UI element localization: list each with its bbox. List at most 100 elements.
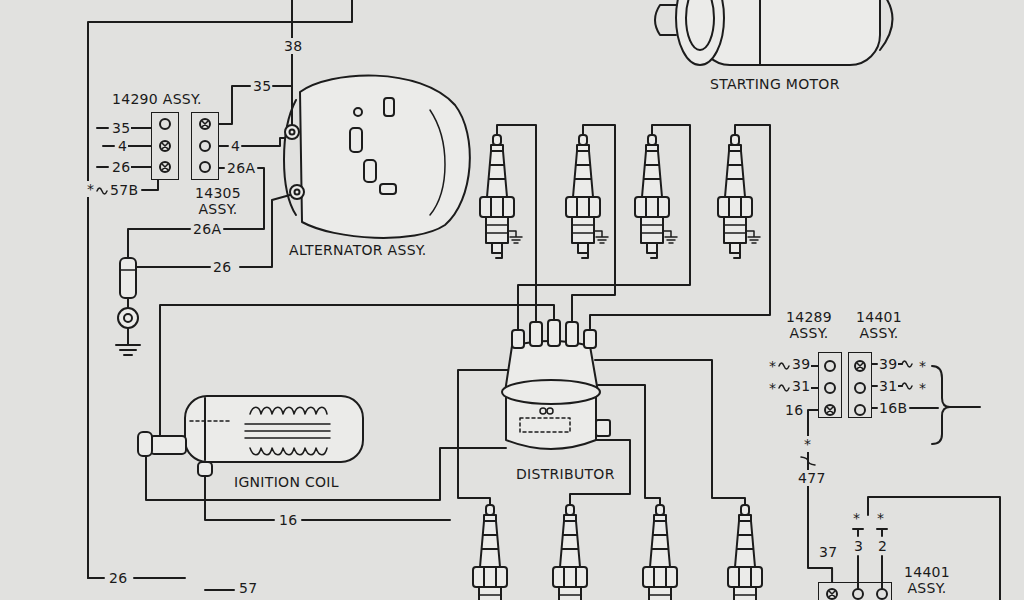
terminal — [825, 361, 835, 371]
ignition-coil — [150, 436, 186, 454]
spark-plug — [473, 505, 515, 600]
wire — [853, 529, 887, 536]
wire-number: 38 — [283, 38, 303, 54]
connector-block: 14401 ASSY. — [848, 352, 872, 418]
plug-wire — [518, 125, 690, 330]
wire-number: 3 — [853, 538, 864, 554]
ignition-coil — [250, 448, 327, 455]
wire-break — [902, 361, 912, 367]
wire — [858, 556, 882, 589]
terminal — [829, 591, 836, 598]
alternator — [384, 98, 394, 116]
bracket — [932, 366, 950, 444]
distributor — [520, 418, 570, 432]
wire-number: 16B — [878, 400, 908, 416]
terminal — [160, 119, 210, 172]
plug-wire — [572, 125, 615, 322]
wire — [97, 86, 292, 267]
terminal — [200, 141, 210, 151]
splice-mark: * — [918, 358, 927, 374]
ground-eyelet — [124, 314, 132, 322]
assembly-number: 14290 ASSY. — [112, 91, 202, 107]
wire-number: 26 — [212, 259, 232, 275]
wire-number: 35 — [252, 78, 272, 94]
starting-motor — [880, 0, 893, 50]
distributor — [566, 322, 578, 346]
starting-motor — [655, 0, 893, 65]
splice-mark: * — [86, 181, 95, 197]
wire-number: 39 — [878, 356, 898, 372]
wire — [868, 497, 1000, 600]
wire — [88, 577, 185, 579]
wire — [146, 448, 506, 500]
splice-mark: * — [918, 380, 927, 396]
starting-motor — [686, 0, 714, 50]
wire-break — [97, 188, 107, 194]
terminal — [202, 121, 209, 128]
terminal — [855, 383, 865, 393]
terminal — [160, 141, 170, 151]
ignition-coil — [185, 396, 363, 462]
plug-wire — [590, 125, 770, 330]
distributor — [584, 330, 596, 348]
ignition-coil — [250, 407, 327, 414]
terminal — [853, 589, 863, 599]
wire — [950, 406, 980, 408]
wire-number: 26 — [108, 570, 128, 586]
spark-plug — [553, 505, 595, 600]
plug-wire — [497, 125, 536, 322]
terminal — [200, 162, 210, 172]
alternator — [290, 130, 295, 135]
terminal — [857, 363, 864, 370]
wire-number: 57 — [238, 580, 258, 596]
alternator — [380, 184, 396, 194]
ignition-coil — [245, 437, 330, 439]
wire-number: 26A — [226, 160, 256, 176]
distributor — [502, 380, 600, 404]
wire-number: 39 — [791, 356, 811, 372]
wire-number: 31 — [878, 378, 898, 394]
distributor — [530, 322, 542, 346]
spark-plug — [566, 135, 608, 258]
wire — [146, 448, 506, 520]
wire — [810, 364, 1000, 600]
ground-eyelet — [120, 258, 136, 298]
distributor — [540, 408, 546, 414]
wire-break — [97, 188, 107, 194]
terminal — [200, 119, 210, 129]
spark-plug — [473, 135, 770, 600]
terminal — [855, 361, 865, 371]
assembly-number: 14289 ASSY. — [777, 309, 841, 341]
distributor — [512, 330, 524, 348]
wire-number: 4 — [117, 138, 128, 154]
alternator — [285, 125, 299, 139]
ground-eyelet — [116, 328, 140, 355]
terminal — [160, 162, 170, 172]
wire-number: 16 — [278, 512, 298, 528]
wire-number: 4 — [230, 138, 241, 154]
ground-eyelet — [116, 258, 140, 355]
spark-plug — [635, 135, 677, 258]
wire-number: 2 — [877, 538, 888, 554]
spark-plug — [718, 135, 760, 258]
connector-block: 14305 ASSY. — [191, 112, 219, 180]
wire-number: 26A — [192, 221, 222, 237]
wire-number: 26 — [111, 159, 131, 175]
bracket — [932, 366, 950, 444]
alternator — [354, 108, 362, 116]
wire-number: 37 — [818, 544, 838, 560]
starting-motor — [759, 0, 761, 65]
terminal — [825, 361, 887, 599]
terminal — [827, 407, 834, 414]
starting-motor — [700, 0, 880, 65]
splice-mark: * — [803, 436, 812, 452]
wire — [205, 589, 234, 591]
assembly-number: 14401 ASSY. — [847, 309, 911, 341]
alternator — [364, 160, 376, 182]
wire — [142, 180, 158, 190]
terminal — [825, 405, 835, 415]
assembly-number: 14401 ASSY. — [897, 564, 957, 596]
wire — [128, 168, 264, 258]
terminal — [162, 143, 169, 150]
